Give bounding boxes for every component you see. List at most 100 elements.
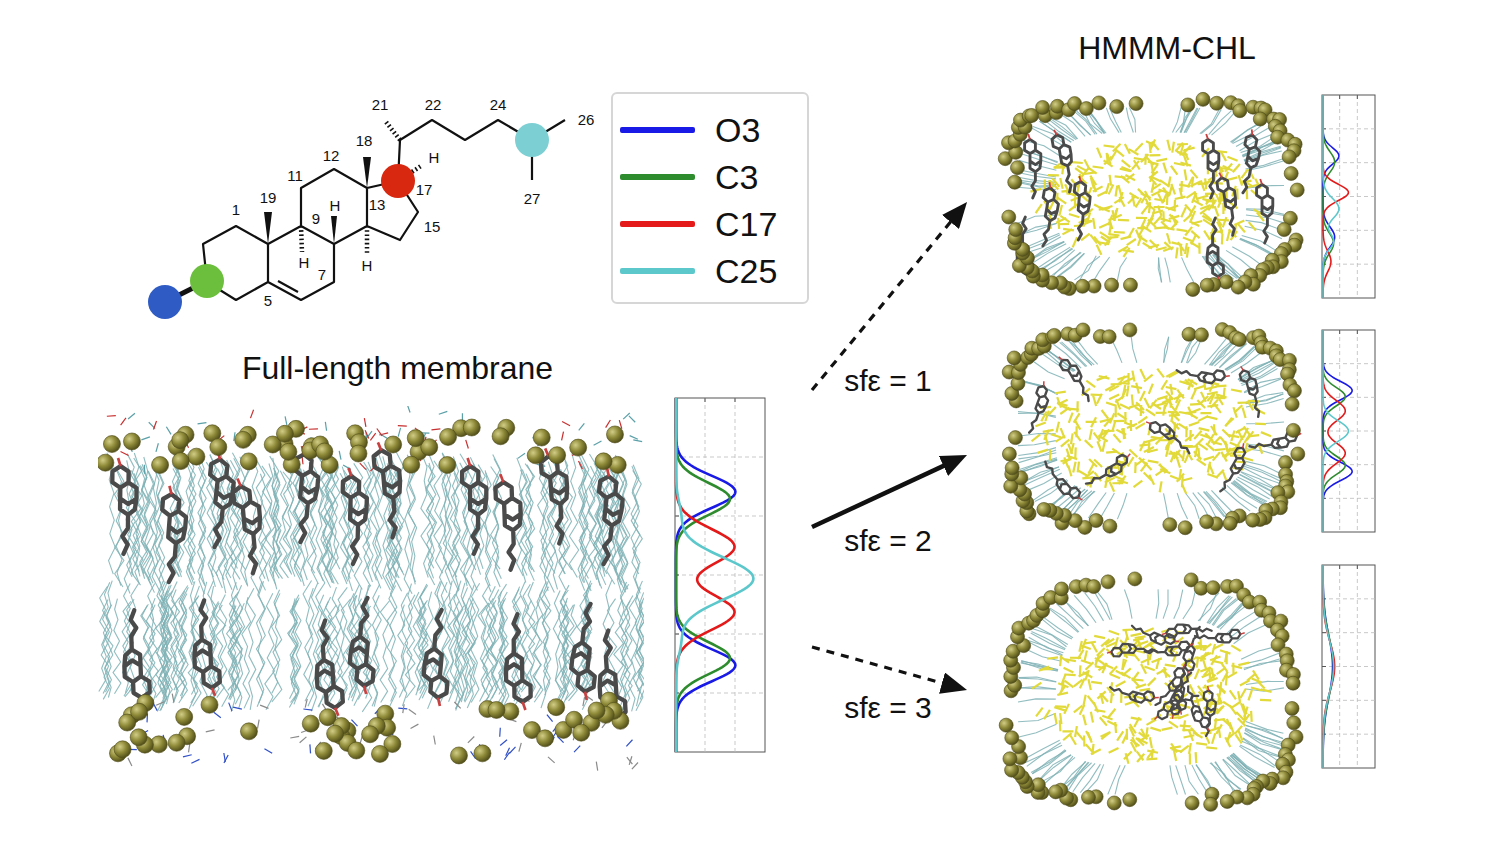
lipid-tail [1212,341,1236,366]
solvent-molecule [1083,715,1086,726]
solvent-molecule [1139,458,1147,466]
full-membrane-model [98,406,644,771]
cholesterol-molecule [1050,128,1077,194]
lipid-tail [1233,481,1266,502]
head-group-bond [144,465,146,474]
phosphate-sphere [1047,328,1061,342]
phosphate-sphere [1076,279,1090,293]
membrane-models [97,92,1375,811]
lipid-tail [471,583,480,702]
cholesterol-molecule [1056,352,1094,405]
solvent-molecule [1142,205,1149,214]
solvent-molecule [1188,407,1192,417]
solvent-molecule [1148,678,1156,686]
solvent-molecule [1150,142,1151,153]
lipid-tail [1019,724,1057,737]
solvent-molecule [1172,242,1183,245]
head-group-bond [303,709,312,710]
solvent-molecule [1218,197,1222,207]
solvent-molecule [1136,383,1139,394]
solvent-molecule [1109,224,1111,235]
solvent-molecule [1138,189,1146,197]
solvent-molecule [1123,428,1126,439]
phosphate-sphere [1105,278,1119,292]
solvent-molecule [1111,151,1117,160]
solvent-molecule [1194,386,1204,389]
solvent-molecule [1152,658,1162,662]
lipid-tail [242,597,251,708]
solvent-molecule [1032,683,1041,689]
solvent-molecule [1177,473,1184,481]
solvent-molecule [1109,709,1116,718]
head-group-bond [153,421,156,429]
lipid-tail [1174,590,1183,619]
lipid-tail [1018,183,1056,188]
solvent-molecule [1069,214,1079,217]
solvent-molecule [1156,159,1167,161]
phosphate-sphere [131,703,148,720]
cholesterols [1023,352,1303,507]
head-group-bond [519,743,521,752]
lipid-tail [1245,725,1283,738]
lipid-tail [159,582,168,705]
head-group-bond [206,730,215,732]
solvent-molecule [1123,248,1129,257]
solvent-molecule [1168,176,1170,187]
solvent-molecule [1234,220,1244,225]
cholesterol-molecule [1035,182,1062,248]
solvent-molecule [1151,191,1161,196]
lipid-tail [1085,764,1104,793]
solvent-molecule [1190,409,1200,413]
lipid-tail [637,601,644,691]
cholesterol-bonds [505,614,530,702]
phosphate-sphere [549,447,566,464]
lipid-tail [1163,589,1168,618]
solvent-molecule [1091,417,1096,427]
lipid-tail [1156,589,1159,618]
solvent-molecule [1103,441,1105,452]
solvent-molecule [1183,450,1185,461]
cholesterol-bonds [495,482,522,571]
solvent-molecule [1071,433,1073,444]
solvent-molecule [1190,206,1196,215]
lipid-tail [1042,756,1073,781]
solvent-molecule [1141,194,1147,203]
lipid-tail [1176,765,1186,794]
lipid-tail [1042,616,1073,638]
cholesterol-molecule [373,441,405,539]
lipid-tail [1176,108,1186,133]
solvent-molecule [1126,729,1128,740]
head-group-bond [398,425,407,427]
lipid-tail [1164,493,1169,519]
lipid-tail [1228,757,1259,783]
cholesterol-molecule [1238,364,1265,419]
head-group-bond [305,699,307,708]
cholesterol-bonds [462,466,487,554]
solvent-molecule [1130,420,1132,431]
lipid-tail [338,587,347,697]
solvent-molecule [1172,142,1174,153]
phosphate-sphere [1002,447,1016,461]
head-group-bond [499,728,501,737]
lipid-tail [156,469,165,593]
phosphate-sphere [276,425,293,442]
phosphate-sphere [1284,166,1298,180]
solvent-molecule [1124,412,1126,423]
solvent-molecule [1243,407,1246,418]
head-group-bond [403,704,404,713]
solvent-molecule [1193,200,1203,205]
head-group-bond [630,436,638,440]
lipid-tail [1058,253,1085,276]
phosphate-sphere [168,734,185,751]
solvent-molecule [1203,213,1211,220]
solvent-molecule [1099,431,1109,437]
cholesterol-molecule [1216,171,1241,237]
solvent-molecule [1097,148,1101,158]
lipid-tail [400,593,408,706]
solvent-molecule [1073,462,1075,473]
phosphate-sphere [348,742,365,759]
solvent-molecule [1189,743,1191,754]
solvent-molecule [1251,688,1262,691]
solvent-molecule [1230,442,1240,446]
phosphate-sphere [1200,278,1214,292]
